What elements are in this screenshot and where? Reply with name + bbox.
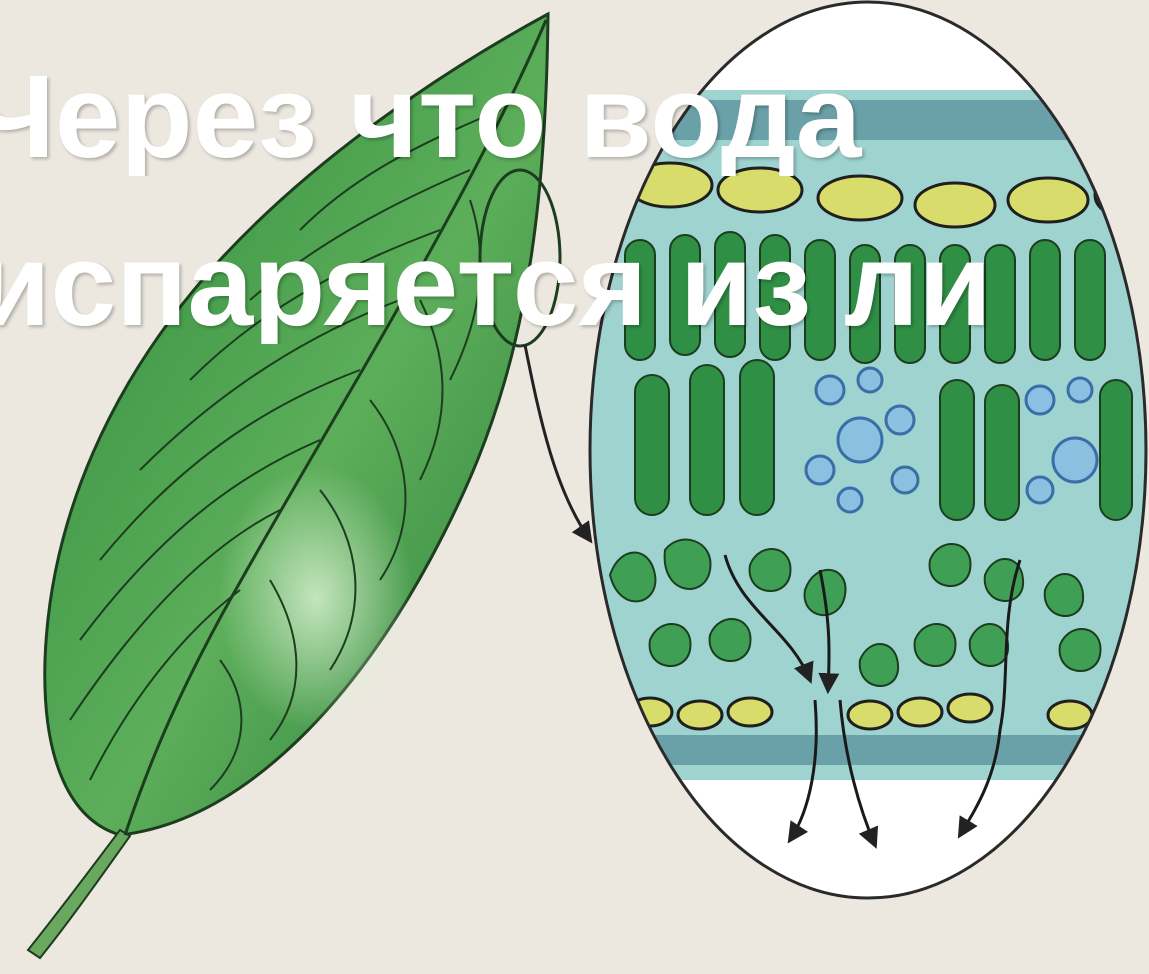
pointer-arrow-icon (525, 345, 590, 540)
leaf-petiole (28, 830, 130, 958)
lower-cuticle (590, 735, 1149, 765)
slide-title-line-2: испаряется из ли (0, 226, 1149, 344)
slide-title-line-1: Через что вода (0, 58, 1149, 176)
